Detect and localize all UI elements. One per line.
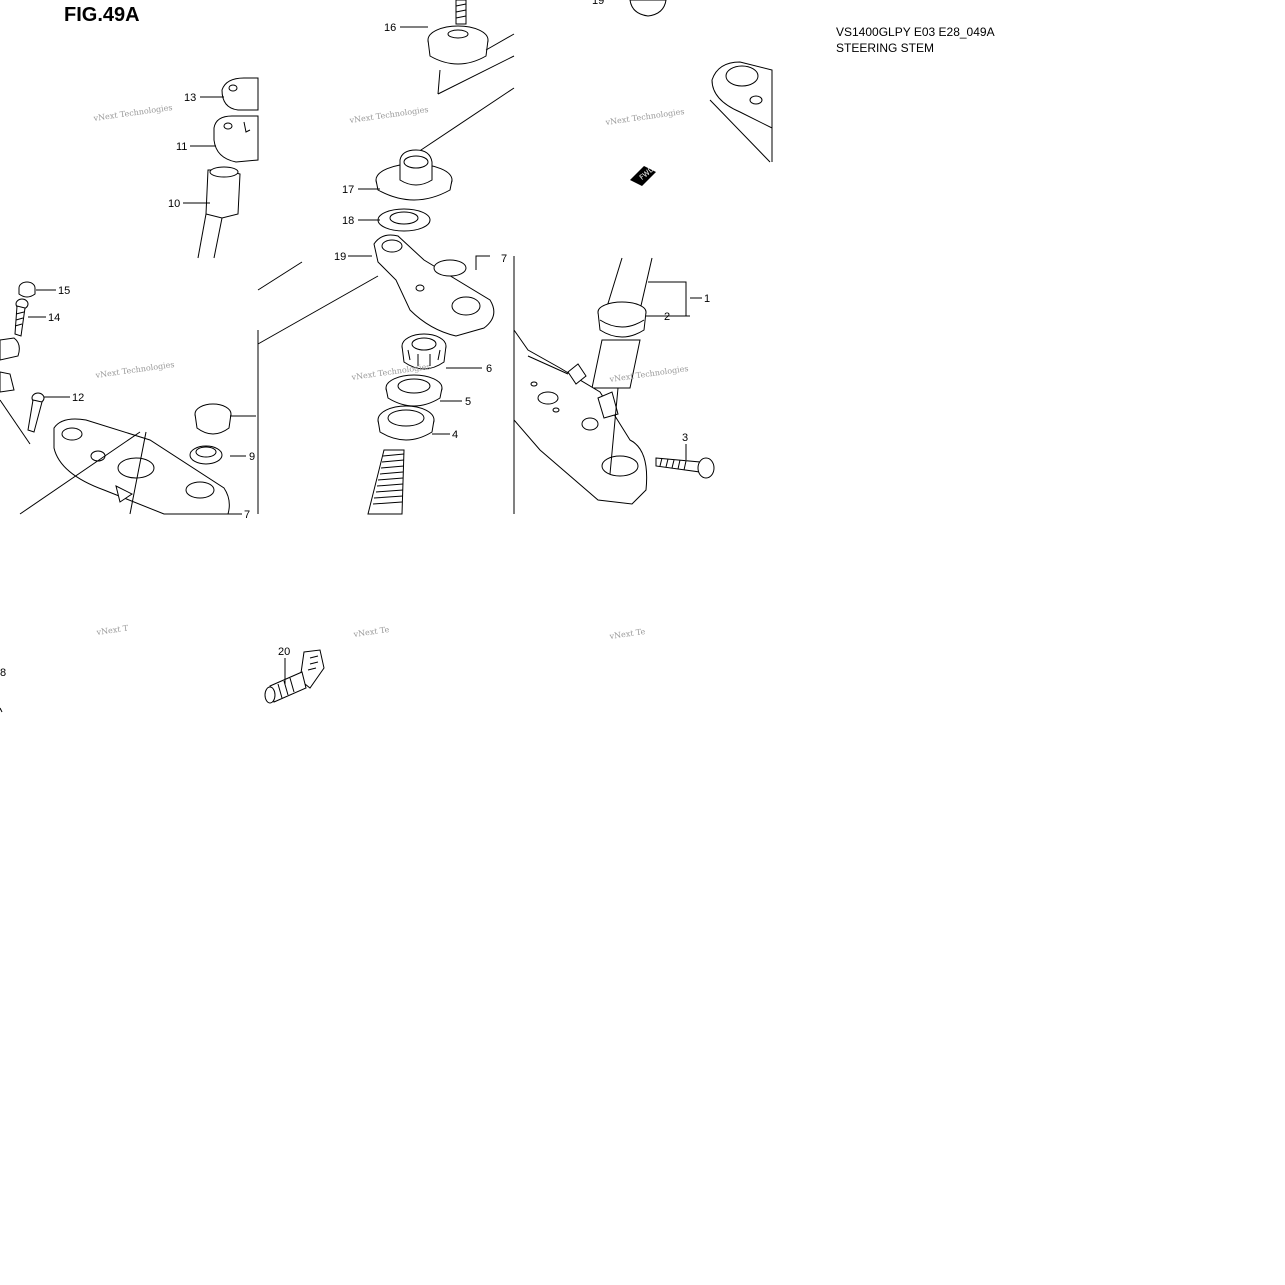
part-5-bearing bbox=[385, 374, 443, 407]
part-14-bolt bbox=[14, 298, 29, 337]
watermark-1: vNext Technologies bbox=[92, 103, 173, 123]
watermark-7: vNext T bbox=[95, 624, 129, 638]
callout-9: 9 bbox=[249, 451, 255, 463]
callout-20: 20 bbox=[278, 646, 290, 658]
callout-13: 13 bbox=[184, 92, 196, 104]
callout-2: 2 bbox=[664, 311, 670, 323]
part-20-terminal bbox=[264, 649, 325, 704]
part-8-cap-nut bbox=[194, 403, 232, 435]
callout-17: 17 bbox=[342, 184, 354, 196]
part-1-steering-stem bbox=[591, 257, 653, 389]
callout-7-mid: 7 bbox=[501, 253, 507, 265]
callout-16: 16 bbox=[384, 22, 396, 34]
part-3-pinch-bolt bbox=[655, 457, 715, 479]
panel-stem-bearings bbox=[257, 0, 515, 515]
callout-14: 14 bbox=[48, 312, 60, 324]
part-15-cap bbox=[18, 281, 36, 298]
section-name: STEERING STEM bbox=[836, 41, 935, 55]
callout-15: 15 bbox=[58, 285, 70, 297]
callout-5: 5 bbox=[465, 396, 471, 408]
leader-lines bbox=[28, 26, 702, 684]
callout-3: 3 bbox=[682, 432, 688, 444]
part-11-handlebar-holder bbox=[213, 115, 259, 163]
model-code: VS1400GLPY E03 E28_049A bbox=[836, 25, 995, 39]
watermark-3: vNext Technologies bbox=[604, 107, 685, 127]
callout-19-mid: 19 bbox=[334, 251, 346, 263]
part-6-steering-nut bbox=[401, 333, 447, 370]
callout-12: 12 bbox=[72, 392, 84, 404]
callout-10: 10 bbox=[168, 198, 180, 210]
watermark-9: vNext Te bbox=[608, 627, 646, 641]
stem-thread-end bbox=[367, 449, 405, 515]
watermark-4: vNext Technologies bbox=[94, 360, 175, 380]
panel-stem-lower-bracket: FWD bbox=[513, 0, 773, 505]
watermark-8: vNext Te bbox=[352, 625, 390, 639]
panel-upper-bracket-left bbox=[0, 77, 259, 515]
callout-7-left: 7 bbox=[244, 509, 250, 521]
part-17-dust-seal bbox=[375, 149, 453, 201]
part-18-washer bbox=[377, 208, 431, 232]
callout-4: 4 bbox=[452, 429, 458, 441]
callout-8: 8 bbox=[0, 667, 6, 679]
part-7-upper-bracket bbox=[19, 418, 230, 515]
part-4-bearing bbox=[377, 405, 435, 441]
callout-labels: 13 11 10 15 14 12 9 7 8 16 17 18 19 7 6 … bbox=[0, 0, 710, 679]
callout-18: 18 bbox=[342, 215, 354, 227]
callout-1: 1 bbox=[704, 293, 710, 305]
part-9-washer bbox=[189, 445, 223, 465]
callout-6: 6 bbox=[486, 363, 492, 375]
part-13-clamp-cap bbox=[221, 77, 259, 111]
part-lower-bracket bbox=[513, 328, 648, 505]
part-12-bolt bbox=[27, 392, 45, 433]
part-10-holder-shaft bbox=[197, 166, 241, 259]
figure-title: FIG.49A bbox=[64, 4, 140, 26]
callout-11: 11 bbox=[176, 141, 187, 153]
watermark-2: vNext Technologies bbox=[348, 105, 429, 125]
part-16-stem-nut bbox=[427, 0, 489, 65]
part-7-lower-bracket-mid bbox=[257, 234, 495, 345]
fwd-arrow-icon: FWD bbox=[630, 165, 656, 186]
callout-19-top: 19 bbox=[592, 0, 604, 7]
